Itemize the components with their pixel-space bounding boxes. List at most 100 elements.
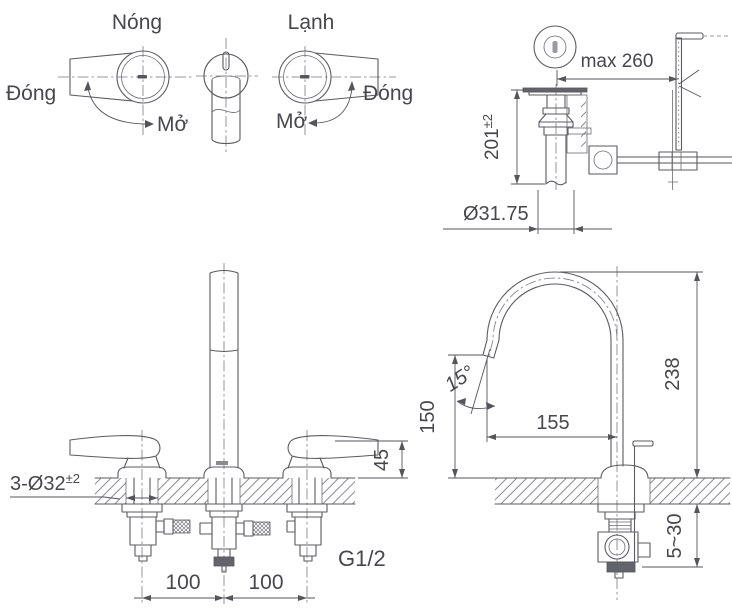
cold-close-label: Đóng [363, 82, 413, 105]
left-hex-nut [163, 518, 174, 535]
side-dark-nut [606, 561, 636, 573]
spacing-right-dimension: 100 [248, 571, 283, 594]
cold-knob-inner [283, 55, 327, 99]
counter-hatch [95, 478, 126, 504]
hot-arrow-head-up [84, 81, 91, 91]
center-braided-hose [252, 521, 271, 536]
arrowhead [486, 402, 495, 410]
counter-hatch [322, 478, 355, 504]
drain-height-dim-line [511, 89, 545, 185]
side-arc-centerline [488, 277, 618, 357]
arrowhead [215, 595, 224, 601]
arrowhead [457, 398, 466, 405]
drain-tailpipe [545, 134, 567, 184]
deck-range-dim-line [642, 504, 703, 568]
drain-top-flange [522, 87, 588, 93]
spout-column [209, 269, 239, 469]
total-height-dimension: 238 [662, 357, 684, 390]
arrowhead [514, 90, 520, 99]
hot-handle-diagram: Nóng Đóng Mở [6, 11, 194, 136]
max-reach-dim-line [556, 70, 678, 86]
counter-hatch [650, 478, 730, 504]
deck-range-dimension: 5~30 [664, 513, 686, 558]
left-inlet-cap [138, 555, 148, 562]
cold-title-label: Lạnh [288, 11, 335, 34]
tail-diameter-dim-line [443, 190, 612, 234]
arrowhead [149, 495, 158, 501]
arrowhead [557, 76, 566, 82]
counter-hatch [240, 478, 292, 504]
right-inlet-stub [299, 544, 317, 557]
front-view: 3-Ø32±2 45 100 100 G1/2 [10, 263, 408, 604]
spout-slot [222, 51, 230, 71]
clamp-detail [671, 152, 682, 170]
cold-lever [314, 52, 379, 102]
cold-arrow-head-left [308, 119, 317, 127]
horizontal-pivot-rod [617, 156, 732, 164]
drain-pivot-ball [593, 150, 613, 170]
arrowhead [452, 355, 458, 364]
max-reach-dimension: max 260 [581, 51, 654, 72]
angle-dimension: 15° [441, 362, 478, 397]
brand-logo-mark [552, 41, 558, 53]
arrowhead [487, 434, 496, 440]
left-handle-flange [117, 466, 167, 479]
counter-hole-edges [125, 478, 323, 504]
front-centerlines [141, 263, 308, 604]
hole-spec-tolerance: ±2 [66, 471, 80, 486]
drain-pipe-break [545, 180, 567, 186]
right-port [286, 520, 296, 533]
arrowhead [514, 175, 520, 184]
pull-rod-lower [668, 90, 678, 190]
lift-rod [675, 37, 683, 151]
hot-index-mark [137, 75, 147, 79]
hot-open-label: Mở [157, 113, 188, 136]
pop-up-drain-view: max 260 201±2 Ø31.75 [443, 25, 732, 234]
handle-height-dimension: 45 [371, 449, 393, 471]
counter-hatch [495, 478, 598, 504]
side-washer [604, 511, 636, 520]
arrowhead [694, 558, 700, 567]
center-shank [215, 477, 233, 505]
drain-flange-inner-circle [543, 35, 567, 59]
arrowhead [452, 469, 458, 478]
hot-open-arrow-arc [87, 87, 149, 125]
spout-top-view [196, 38, 258, 152]
spout-cylinder-top [211, 75, 241, 81]
hole-spec-value: 3-Ø32 [10, 473, 66, 495]
hot-title-label: Nóng [112, 11, 162, 34]
counter-hole-edges [597, 478, 651, 504]
side-lift-rod-handle [632, 440, 654, 447]
side-base-flange [600, 464, 649, 479]
spout-outlet [482, 339, 500, 359]
right-handle-lever [287, 435, 379, 459]
center-dark-nut [213, 556, 235, 567]
side-view: 150 15° 155 238 5~30 [417, 266, 731, 600]
hot-knob-inner [121, 55, 165, 99]
side-valve-body [597, 531, 639, 563]
arrowhead [608, 434, 617, 440]
counter-hatch [158, 478, 208, 504]
thread-ticks [609, 521, 631, 530]
right-handle-flange [282, 466, 332, 479]
spout-base-flange [203, 466, 245, 479]
rod-break-symbol [678, 69, 702, 98]
drain-height-value: 201 [482, 128, 503, 160]
center-right-port [235, 522, 245, 535]
cold-open-arrow-arc [313, 87, 353, 124]
cold-open-label: Mở [276, 110, 307, 133]
arrowhead [142, 595, 151, 601]
spout-base-circle [203, 53, 249, 99]
left-inlet-stub [134, 544, 152, 557]
spout-riser-pipe [610, 339, 624, 467]
hole-spec-leader [10, 496, 121, 500]
tail-diameter-dimension: Ø31.75 [463, 203, 529, 225]
spacing-left-dimension: 100 [165, 571, 200, 594]
center-hex-nut [243, 520, 254, 537]
arrowhead [574, 226, 583, 232]
arrowhead [529, 226, 538, 232]
hot-close-label: Đóng [6, 82, 56, 105]
spout-arch-outer [486, 271, 624, 341]
